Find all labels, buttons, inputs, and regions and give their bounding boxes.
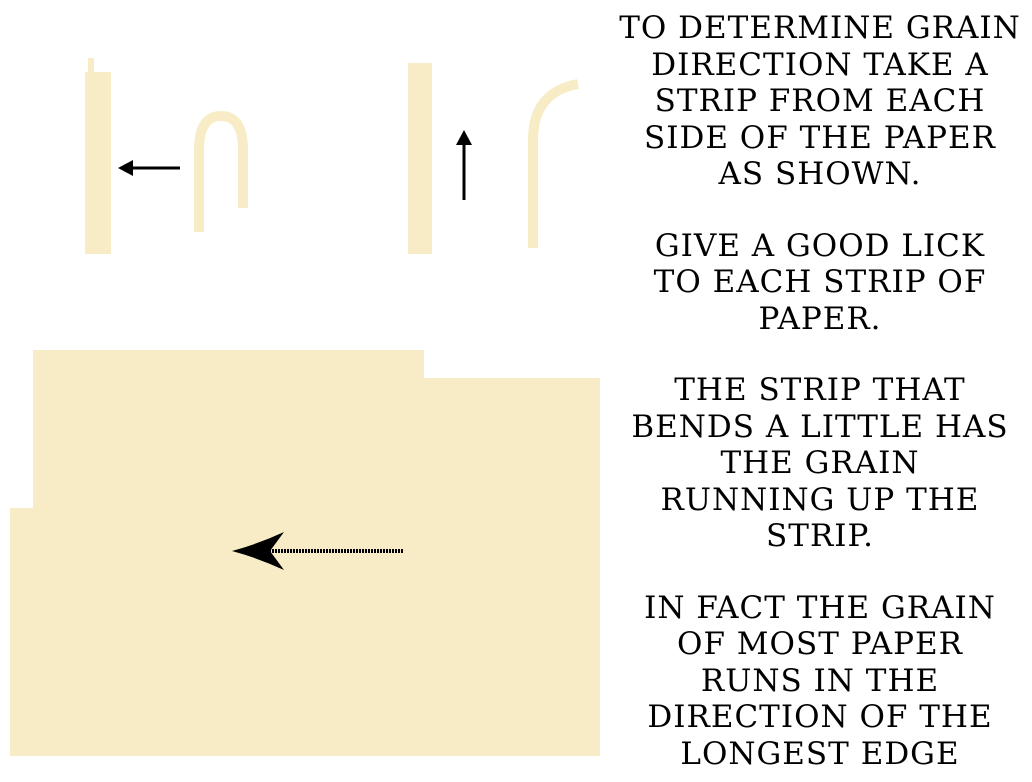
sheet-grain-arrow-icon — [232, 532, 403, 570]
left-arrow-icon — [118, 160, 180, 176]
instruction-paragraph-longest-edge: IN FACT THE GRAIN OF MOST PAPER RUNS IN … — [644, 589, 996, 772]
instruction-paragraph-bend: THE STRIP THAT BENDS A LITTLE HAS THE GR… — [631, 372, 1009, 554]
left-strip-group — [85, 58, 248, 254]
right-flat-strip — [408, 63, 432, 254]
paper-sheet-group — [10, 350, 600, 756]
instruction-paragraph-lick: GIVE A GOOD LICK TO EACH STRIP OF PAPER. — [653, 227, 987, 337]
left-bent-strip — [194, 110, 248, 232]
up-arrow-icon — [456, 130, 472, 200]
instruction-paragraph-determine: TO DETERMINE GRAIN DIRECTION TAKE A STRI… — [619, 10, 1021, 192]
left-flat-strip — [85, 72, 111, 254]
left-strip-tip — [88, 58, 94, 72]
instructions-text: TO DETERMINE GRAIN DIRECTION TAKE A STRI… — [612, 10, 1028, 772]
right-strip-group — [408, 63, 580, 254]
right-bent-strip — [528, 79, 580, 248]
